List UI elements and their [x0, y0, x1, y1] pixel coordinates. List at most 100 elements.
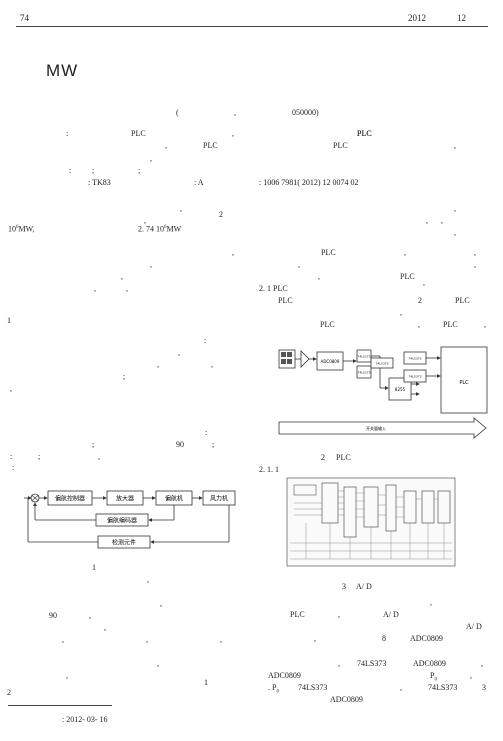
intro-punct: ,: [232, 248, 234, 257]
figure-1-caption: 1: [92, 563, 96, 572]
body-punct: ,: [160, 599, 162, 608]
block-label: 偏航编码器: [107, 517, 137, 525]
body-punct: ,: [104, 623, 106, 632]
block-label: 74LS373: [375, 362, 388, 366]
body-punct: ,: [146, 635, 148, 644]
body-adc: ADC0809: [330, 695, 363, 704]
body-punct: ,: [430, 598, 432, 607]
paper-title: MW: [46, 61, 79, 80]
installed-capacity: 2. 74 106MW: [138, 224, 182, 234]
body-punct: ,: [220, 635, 222, 644]
body-punct: :: [204, 336, 207, 345]
abstract-plc: PLC: [333, 141, 348, 150]
body-adc: ADC0809: [410, 634, 443, 643]
abstract-comma: ,: [454, 141, 456, 150]
figure-ref: 2: [418, 296, 422, 305]
body-plc: PLC: [443, 320, 458, 329]
body-plc: PLC: [321, 248, 336, 257]
body-punct: ,: [418, 320, 420, 329]
body-ad: A/ D: [383, 610, 399, 619]
abstract-punct: ,: [150, 154, 152, 163]
figure-3-circuit-schematic: [286, 477, 456, 567]
body-punct: ,: [178, 348, 180, 357]
journal-year: 2012: [408, 13, 426, 23]
footnote-rule: [8, 705, 112, 706]
section-heading-1: 1: [7, 316, 11, 325]
page-number: 74: [20, 13, 29, 23]
body-plc: PLC: [290, 610, 305, 619]
body-punct: ;: [123, 372, 126, 381]
reference-number: 2: [7, 688, 11, 697]
body-punct: ,: [157, 360, 159, 369]
8255-block: [388, 377, 412, 401]
body-punct: ;: [92, 440, 95, 449]
body-punct: ,: [423, 278, 425, 287]
abstract-plc: PLC: [131, 129, 146, 138]
abstract-colon: :: [66, 129, 69, 138]
abstract-plc: PLC: [357, 129, 372, 138]
block-label: 检测元件: [112, 539, 136, 547]
figure-1-block-diagram: 偏航控制器 放大器 偏航机 风力机 偏航编码器 检测元件: [24, 490, 236, 549]
body-number: 3: [482, 683, 486, 692]
body-punct: ,: [157, 659, 159, 668]
block-label: PLC: [459, 380, 469, 386]
body-punct: ,: [147, 575, 149, 584]
plc-block: [440, 346, 488, 414]
latch-block-b: [356, 365, 372, 379]
body-plc: PLC: [320, 320, 335, 329]
body-punct: ,: [481, 659, 483, 668]
affiliation-postcode: 050000): [292, 108, 319, 117]
latch-block-c: [370, 357, 394, 369]
section-heading-2-1-1: 2. 1. 1: [259, 465, 279, 474]
body-punct: ,: [338, 659, 340, 668]
body-punct: :: [205, 428, 208, 437]
block-label: ADC0809: [321, 359, 340, 364]
body-punct: ,: [441, 216, 443, 225]
body-punct: ,: [338, 610, 340, 619]
journal-issue: 12: [457, 13, 466, 23]
body-punct: ,: [94, 284, 96, 293]
body-punct: ;: [38, 452, 41, 461]
body-adc: ADC0809: [413, 659, 446, 668]
keywords-colon: :: [69, 166, 72, 175]
abstract-comma: ,: [165, 141, 167, 150]
abstract-comma: ,: [232, 129, 234, 138]
body-punct: ,: [474, 260, 476, 269]
body-punct: ,: [121, 272, 123, 281]
body-punct: ,: [454, 204, 456, 213]
body-plc: PLC: [400, 272, 415, 281]
body-punct: :: [10, 452, 13, 461]
input-arrow-icon: [300, 350, 310, 368]
keywords-semicolon: ;: [92, 166, 95, 175]
block-label: 风力机: [210, 495, 228, 503]
body-punct: ,: [62, 635, 64, 644]
body-ls: 74LS373: [298, 683, 328, 692]
article-id: : 1006 7981( 2012) 12 0074 02: [259, 178, 359, 187]
body-punct: ,: [318, 272, 320, 281]
body-plc: PLC: [278, 296, 293, 305]
body-adc: ADC0809: [268, 671, 301, 680]
reference-number: 1: [204, 678, 208, 687]
block-label: 偏航控制器: [55, 495, 85, 503]
block-label: 放大器: [116, 495, 134, 503]
body-punct: ,: [400, 308, 402, 317]
figure-2-caption-number: 2: [321, 453, 325, 462]
block-label: 74LS373: [408, 375, 421, 379]
block-label: 74LS373: [408, 357, 421, 361]
affiliation-open: (: [176, 108, 179, 117]
body-ls: 74LS373: [357, 659, 387, 668]
body-ad: A/ D: [466, 622, 482, 631]
body-ls: 74LS373: [428, 683, 458, 692]
body-punct: ,: [474, 248, 476, 257]
body-plc: PLC: [455, 296, 470, 305]
figure-3-caption-ad: A/ D: [356, 582, 372, 591]
keywords-semicolon: ;: [138, 166, 141, 175]
body-punct: ,: [89, 611, 91, 620]
header-rule: [16, 26, 488, 27]
body-punct: ,: [126, 284, 128, 293]
block-label: 偏航机: [165, 495, 183, 503]
document-code: : A: [194, 178, 204, 187]
switch-input-arrow: [278, 417, 487, 439]
body-punct: ,: [484, 320, 486, 329]
switch-input-label: 开关量输入: [366, 425, 386, 431]
